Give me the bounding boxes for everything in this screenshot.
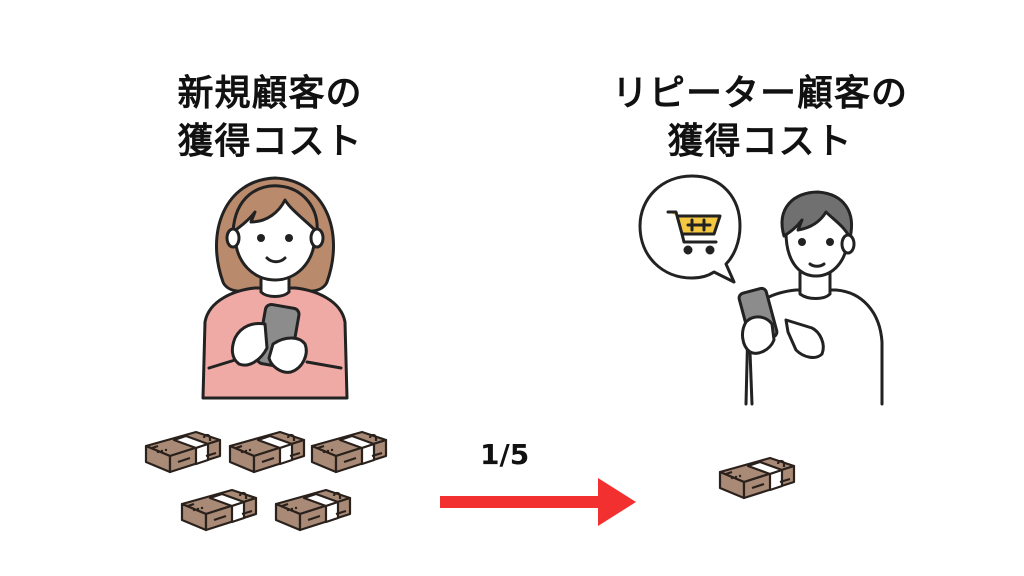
shopping-cart-icon: [666, 210, 722, 255]
new-customer-cost-title: 新規顧客の 獲得コスト: [140, 70, 400, 166]
money-bundle: [180, 488, 258, 532]
repeat-customer-cost-title: リピーター顧客の 獲得コスト: [590, 70, 930, 166]
title-line-1: 新規顧客の: [177, 73, 363, 114]
money-bundle: [718, 456, 796, 500]
woman-with-smartphone-illustration: [201, 176, 349, 400]
man-with-smartphone-illustration: [638, 174, 884, 406]
cost-ratio-label: 1/5: [480, 438, 530, 471]
money-bundle: [144, 430, 222, 474]
money-bundle: [310, 430, 388, 474]
right-arrow-icon: [440, 478, 636, 526]
money-bundle: [274, 488, 352, 532]
money-bundle: [228, 430, 306, 474]
title-line-1: リピーター顧客の: [611, 73, 908, 114]
title-line-2: 獲得コスト: [667, 121, 853, 162]
title-line-2: 獲得コスト: [177, 121, 363, 162]
